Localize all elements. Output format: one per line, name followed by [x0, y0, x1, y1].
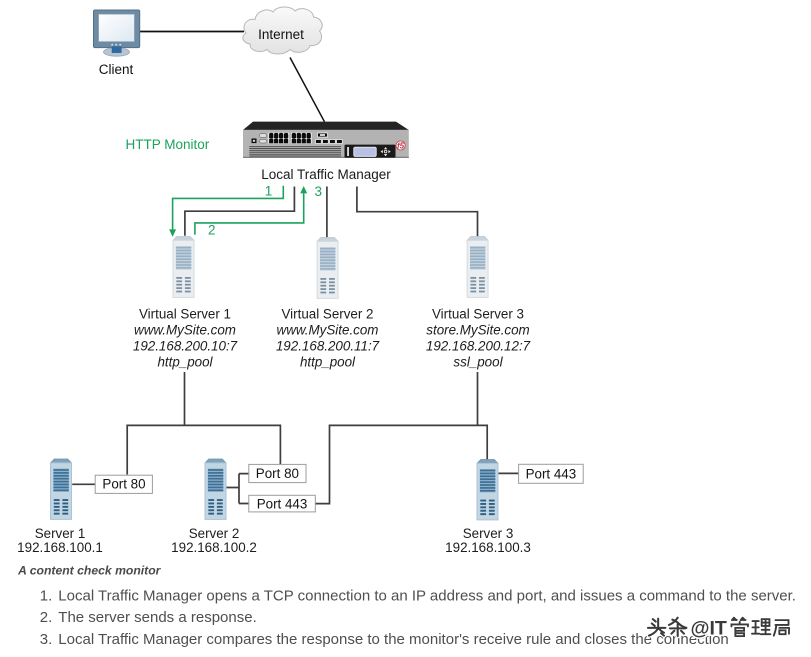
svg-text:Local Traffic Manager compares: Local Traffic Manager compares the respo… [58, 631, 728, 648]
svg-text:Client: Client [99, 62, 134, 77]
svg-text:@IT: @IT [691, 618, 727, 640]
svg-text:Virtual Server 1: Virtual Server 1 [139, 307, 231, 322]
svg-text:A content check monitor: A content check monitor [17, 563, 162, 577]
svg-text:2: 2 [208, 223, 216, 238]
svg-text:192.168.100.1: 192.168.100.1 [17, 540, 103, 555]
svg-text:Server 3: Server 3 [463, 526, 514, 541]
svg-text:192.168.200.11:7: 192.168.200.11:7 [276, 339, 380, 354]
svg-text:Local Traffic Manager: Local Traffic Manager [261, 167, 391, 182]
svg-text:ssl_pool: ssl_pool [453, 355, 503, 370]
svg-text:Internet: Internet [258, 27, 304, 42]
svg-text:www.MySite.com: www.MySite.com [134, 323, 236, 338]
svg-text:1: 1 [265, 184, 273, 199]
svg-text:Port 443: Port 443 [526, 466, 577, 481]
svg-text:Local Traffic Manager opens a: Local Traffic Manager opens a TCP connec… [58, 588, 796, 605]
svg-text:3.: 3. [40, 631, 53, 648]
svg-text:Server 1: Server 1 [35, 526, 86, 541]
svg-text:store.MySite.com: store.MySite.com [426, 323, 529, 338]
svg-text:The server sends a response.: The server sends a response. [58, 609, 256, 626]
svg-text:www.MySite.com: www.MySite.com [277, 323, 379, 338]
svg-text:Server 2: Server 2 [189, 526, 240, 541]
svg-text:http_pool: http_pool [300, 355, 356, 370]
svg-text:1.: 1. [40, 588, 53, 605]
svg-text:192.168.200.12:7: 192.168.200.12:7 [426, 339, 531, 354]
svg-text:2.: 2. [40, 609, 53, 626]
svg-text:3: 3 [315, 184, 323, 199]
svg-text:Port 80: Port 80 [256, 466, 299, 481]
svg-text:Virtual Server 3: Virtual Server 3 [432, 307, 524, 322]
svg-text:192.168.100.3: 192.168.100.3 [445, 540, 531, 555]
svg-text:192.168.100.2: 192.168.100.2 [171, 540, 257, 555]
svg-text:Port 443: Port 443 [257, 496, 308, 511]
svg-text:HTTP Monitor: HTTP Monitor [126, 137, 210, 152]
svg-text:Port 80: Port 80 [102, 477, 145, 492]
svg-text:192.168.200.10:7: 192.168.200.10:7 [133, 339, 238, 354]
svg-text:Virtual Server 2: Virtual Server 2 [281, 307, 373, 322]
svg-text:f5: f5 [397, 142, 405, 151]
svg-text:http_pool: http_pool [157, 355, 213, 370]
